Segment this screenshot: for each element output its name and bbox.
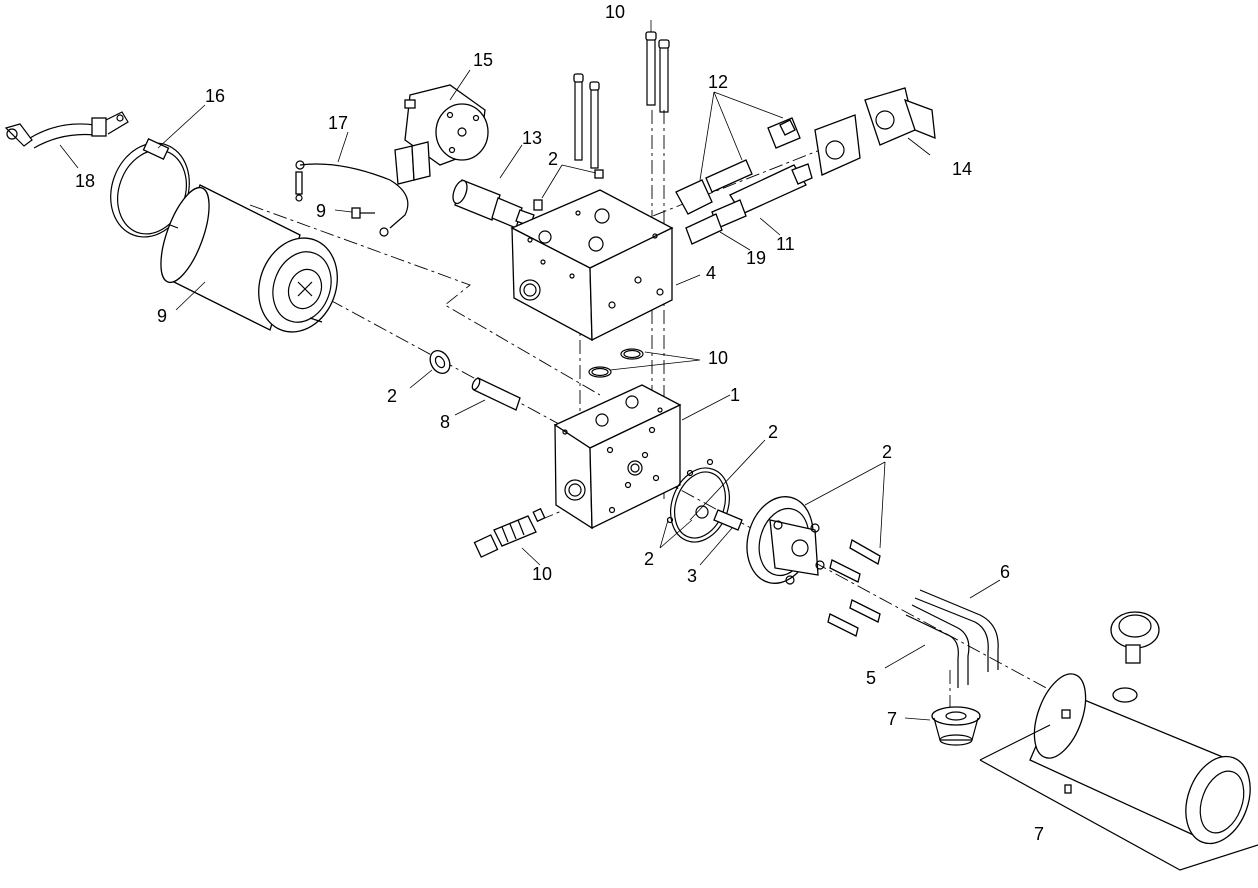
coil-part-14	[814, 87, 936, 176]
pump-part-2	[746, 496, 825, 585]
callout-10-orings: 10	[708, 348, 728, 368]
tube-part-6	[914, 589, 999, 672]
callout-10-fitting: 10	[532, 564, 552, 584]
callout-9-screw: 9	[316, 201, 326, 221]
callout-18: 18	[75, 171, 95, 191]
bolts-part-10	[645, 31, 670, 113]
callout-5: 5	[866, 668, 876, 688]
plugs-part-2-upper	[533, 169, 604, 211]
callout-12: 12	[708, 72, 728, 92]
shaft-part-8	[471, 377, 521, 411]
callout-6: 6	[1000, 562, 1010, 582]
callout-16: 16	[205, 86, 225, 106]
leader-lines	[59, 20, 1001, 721]
fitting-part-19	[685, 213, 723, 245]
callout-14: 14	[952, 159, 972, 179]
motor-part-9	[160, 184, 338, 333]
callout-2-pump: 2	[882, 442, 892, 462]
callout-3: 3	[687, 566, 697, 586]
bolts-block-4	[573, 73, 600, 169]
fittings-part-12	[675, 117, 801, 215]
callout-10-bolts: 10	[605, 2, 625, 22]
callout-19: 19	[746, 248, 766, 268]
callout-7-strainer: 7	[887, 709, 897, 729]
callout-11: 11	[776, 234, 795, 254]
callout-2-seal: 2	[387, 386, 397, 406]
callout-7-tank: 7	[1034, 824, 1044, 844]
callout-2-gasket: 2	[768, 422, 778, 442]
callout-13: 13	[522, 128, 542, 148]
callout-labels: 1 2 2 2 2 2 3 4 5 6 7 7 8 9 9 10 10 10 1…	[75, 2, 1044, 844]
fitting-part-10-lower	[473, 507, 546, 558]
callout-4: 4	[706, 263, 716, 283]
check-valve-part-11	[711, 163, 813, 229]
callout-15: 15	[473, 50, 493, 70]
screw-part-9	[351, 207, 375, 219]
callout-2-lower: 2	[644, 549, 654, 569]
pump-bolts-part-2	[827, 539, 881, 637]
cable-part-18	[4, 111, 129, 149]
callout-9-motor: 9	[157, 306, 167, 326]
seal-part-2	[429, 350, 451, 374]
valve-part-13	[452, 179, 535, 229]
breather-cap	[1110, 611, 1160, 664]
main-block-part-1	[553, 384, 682, 530]
strainer-part-7	[931, 706, 981, 746]
ground-wire-part-17	[295, 160, 409, 237]
o-rings-part-10	[588, 348, 644, 378]
callout-1: 1	[730, 385, 740, 405]
callout-17: 17	[328, 113, 348, 133]
manifold-block-part-4	[510, 189, 674, 342]
callout-2-upper: 2	[548, 149, 558, 169]
reservoir-tank-part-7	[979, 673, 1258, 871]
solenoid-part-15	[394, 84, 489, 185]
coupling-part-3	[713, 509, 743, 531]
callout-8: 8	[440, 412, 450, 432]
tube-part-5	[905, 604, 970, 688]
